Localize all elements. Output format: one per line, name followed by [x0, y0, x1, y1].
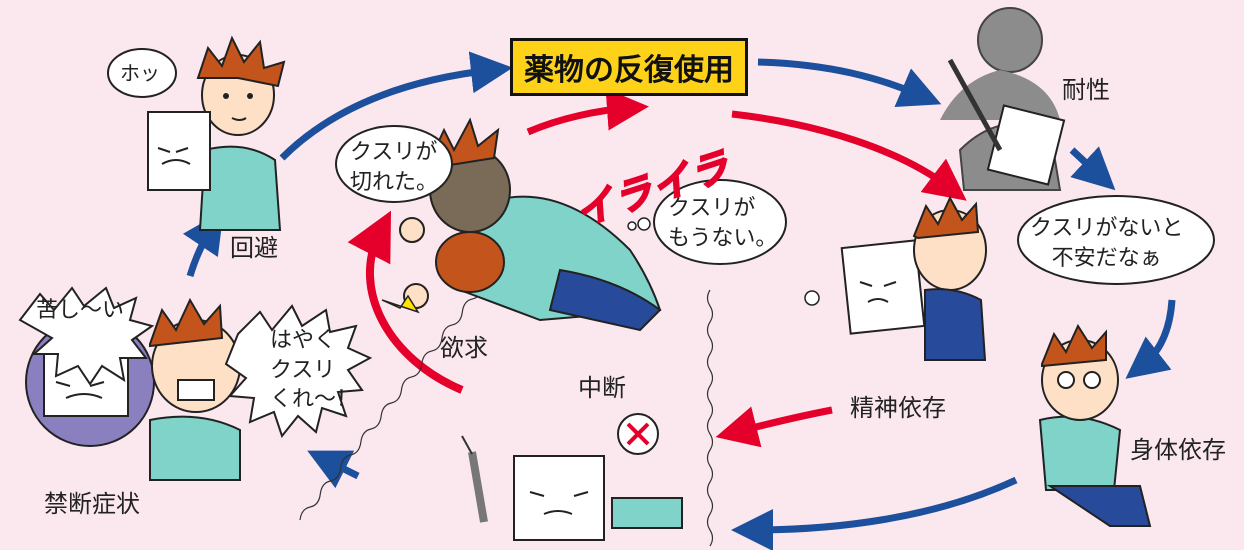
label-craving: 欲求: [440, 334, 488, 362]
label-avoidance: 回避: [230, 234, 278, 262]
label-interruption: 中断: [578, 374, 626, 402]
arrow-craving-to-use: [526, 88, 649, 136]
hurry-bubble: はやく クスリ くれ～！: [270, 326, 358, 415]
hurry-burst-shape: [224, 304, 373, 439]
hurry-line-3: くれ～！: [270, 387, 359, 413]
arrow-to-withdrawal: [307, 450, 360, 489]
relief-bubble-shape: [107, 48, 177, 98]
arrow-tolerance-down: [1069, 146, 1116, 191]
arrow-avoid-to-use: [279, 51, 513, 161]
anxious-bubble: クスリがないと 不安だなぁ: [1030, 214, 1183, 273]
label-physical-dependence: 身体依存: [1130, 436, 1226, 464]
arrow-use-to-tolerance: [757, 58, 942, 108]
divider-diagonal: [299, 259, 504, 521]
ran-out-bubble-shape: [335, 125, 453, 203]
no-more-line-1: クスリが: [668, 196, 756, 221]
anxious-line-2: 不安だなぁ: [1051, 245, 1162, 271]
arrow-psych-to-interrupt: [715, 406, 833, 448]
arrow-interrupt-to-craving: [347, 210, 464, 394]
hurry-line-2: クスリ: [270, 357, 336, 383]
suffering-bubble: 苦し～い: [36, 298, 125, 323]
label-withdrawal: 禁断症状: [44, 490, 140, 518]
label-psychological-dependence: 精神依存: [850, 394, 946, 422]
ran-out-line-2: 切れた。: [350, 169, 439, 195]
suffering-burst-shape: [18, 286, 155, 386]
physical-figure: [1038, 323, 1152, 527]
title-box: 薬物の反復使用: [510, 38, 748, 96]
relief-bubble: ホッ: [120, 61, 160, 85]
anxious-line-1: クスリがないと: [1030, 216, 1184, 241]
craving-figure: [381, 117, 662, 332]
ran-out-bubble: クスリが 切れた。: [350, 138, 438, 197]
arrow-withdrawal-to-avoid: [182, 210, 224, 278]
psych-figure: [804, 195, 987, 361]
arrow-physical-to-interrupt: [731, 476, 1018, 550]
no-more-bubble-shape: [653, 179, 787, 265]
hurry-line-1: はやく: [270, 328, 337, 353]
divider-vertical: [706, 289, 714, 547]
no-more-bubble: クスリが もうない。: [668, 194, 777, 253]
label-tolerance: 耐性: [1062, 76, 1110, 104]
ran-out-line-1: クスリが: [350, 140, 438, 165]
no-more-line-2: もうない。: [668, 225, 778, 251]
interrupt-figure: [461, 413, 683, 541]
arrow-use-to-psych: [731, 110, 967, 201]
tolerance-figure: [940, 7, 1066, 191]
anxious-bubble-shape: [1017, 195, 1215, 285]
avoidance-figure: [147, 35, 286, 231]
arrow-anxious-to-physical: [1125, 299, 1176, 379]
